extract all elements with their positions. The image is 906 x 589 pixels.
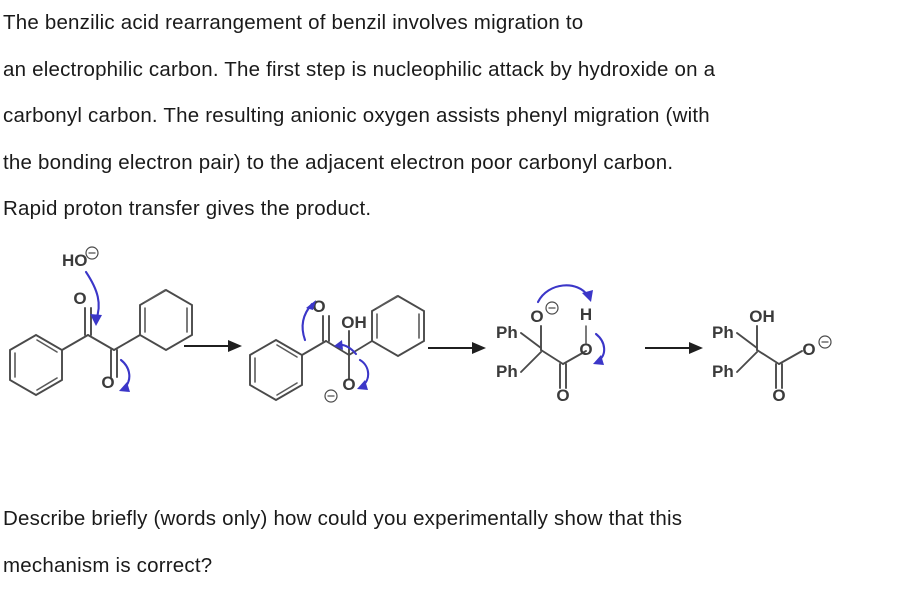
step3-acid-oxygen-label: O	[579, 340, 592, 359]
intro-paragraph: The benzilic acid rearrangement of benzi…	[3, 0, 903, 233]
step4-phenyl-bottom-label: Ph	[712, 362, 734, 381]
question-line-2: mechanism is correct?	[3, 543, 903, 589]
step3-alkoxide-oxygen-label: O	[530, 307, 543, 326]
mechanism-svg: O O HO	[0, 238, 906, 418]
curved-arrow-oh-collapse	[593, 334, 604, 365]
curved-arrow-alkoxide-collapse	[357, 360, 368, 390]
step4-hydroxyl-label: OH	[749, 307, 775, 326]
curved-arrow-proton-grab	[538, 285, 593, 302]
minus-charge-icon	[546, 302, 558, 314]
step4-skeleton	[737, 326, 802, 388]
step4-carbonyl-oxygen-label: O	[772, 386, 785, 405]
minus-charge-icon	[819, 336, 831, 348]
step-4-benzilate-product: Ph Ph OH O O	[712, 307, 831, 405]
intro-line-5: Rapid proton transfer gives the product.	[3, 186, 903, 233]
step3-phenyl-top-label: Ph	[496, 323, 518, 342]
question-paragraph: Describe briefly (words only) how could …	[3, 496, 903, 589]
curved-arrow-hydroxide-attack	[86, 272, 102, 326]
reaction-arrow-1	[184, 340, 242, 352]
step4-carboxylate-oxygen-label: O	[802, 340, 815, 359]
step4-phenyl-top-label: Ph	[712, 323, 734, 342]
phenyl-ring-right	[372, 296, 424, 356]
step3-carbonyl-oxygen-label: O	[556, 386, 569, 405]
step-1-benzil-plus-hydroxide: O O HO	[10, 247, 192, 395]
intro-line-3: carbonyl carbon. The resulting anionic o…	[3, 93, 903, 140]
step-3-proton-transfer: Ph Ph O H O O	[496, 285, 604, 405]
curved-arrow-alkoxide-push	[303, 300, 316, 340]
intro-line-2: an electrophilic carbon. The first step …	[3, 47, 903, 94]
mechanism-scheme-image: O O HO	[0, 238, 906, 418]
benzil-backbone	[62, 308, 140, 377]
step1-ketone-oxygen-bottom-label: O	[101, 373, 114, 392]
reaction-arrow-2	[428, 342, 486, 354]
step2-hydroxyl-label: OH	[341, 313, 367, 332]
minus-charge-icon	[86, 247, 98, 259]
step2-ketone-oxygen-label: O	[312, 297, 325, 316]
minus-charge-icon	[325, 390, 337, 402]
step1-hydroxide-label: HO	[62, 251, 88, 270]
phenyl-ring-right	[140, 290, 192, 350]
phenyl-ring-left	[10, 335, 62, 395]
step-2-tetrahedral-intermediate: O OH O	[250, 296, 424, 402]
step3-skeleton	[521, 326, 586, 388]
question-line-1: Describe briefly (words only) how could …	[3, 496, 903, 543]
curved-arrow-carbonyl-pi	[119, 360, 130, 392]
reaction-arrow-3	[645, 342, 703, 354]
intro-line-1: The benzilic acid rearrangement of benzi…	[3, 0, 903, 47]
step3-phenyl-bottom-label: Ph	[496, 362, 518, 381]
step1-ketone-oxygen-top-label: O	[73, 289, 86, 308]
step2-alkoxide-oxygen-label: O	[342, 375, 355, 394]
intro-line-4: the bonding electron pair) to the adjace…	[3, 140, 903, 187]
step3-acid-hydrogen-label: H	[580, 305, 592, 324]
phenyl-ring-left	[250, 340, 302, 400]
